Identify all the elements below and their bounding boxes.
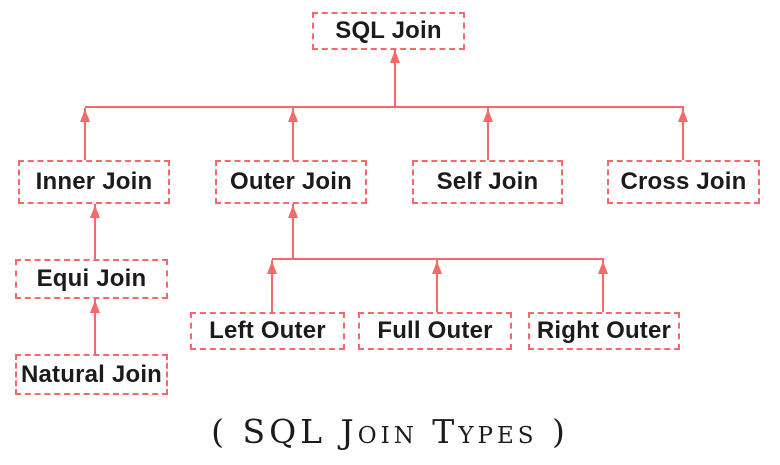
node-right-outer: Right Outer [528, 312, 680, 350]
node-label: Self Join [436, 168, 539, 195]
node-label: Full Outer [377, 317, 493, 344]
node-cross-join: Cross Join [607, 160, 760, 204]
node-left-outer: Left Outer [190, 312, 345, 350]
arrowhead-up-icon [80, 109, 90, 122]
edge-root-vertical [394, 50, 396, 108]
node-label: Natural Join [20, 360, 163, 388]
edge-cross-join-vertical [682, 108, 684, 161]
edge-equi-to-inner [94, 204, 96, 259]
arrowhead-up-icon [90, 300, 100, 313]
node-label: Inner Join [35, 168, 153, 195]
node-self-join: Self Join [412, 160, 563, 204]
edge-natural-to-equi [94, 299, 96, 354]
arrowhead-up-icon [90, 205, 100, 218]
node-label: SQL Join [335, 17, 442, 44]
node-label: Equi Join [36, 265, 147, 292]
node-label: Cross Join [620, 168, 747, 195]
edge-outer-join-vertical [292, 108, 294, 161]
node-label: Right Outer [536, 317, 672, 344]
arrowhead-up-icon [390, 50, 400, 63]
arrowhead-up-icon [598, 261, 608, 274]
node-outer-join: Outer Join [215, 160, 367, 204]
connector-outer-horizontal [272, 258, 604, 260]
connector-top-horizontal [85, 106, 684, 108]
arrowhead-up-icon [483, 109, 493, 122]
edge-full-outer-vertical [436, 260, 438, 312]
diagram-caption: ( SQL Join Types ) [211, 412, 569, 451]
node-full-outer: Full Outer [358, 312, 512, 350]
edge-inner-join-vertical [84, 108, 86, 161]
arrowhead-up-icon [267, 261, 277, 274]
node-equi-join: Equi Join [15, 259, 168, 299]
node-label: Left Outer [209, 317, 326, 344]
node-natural-join: Natural Join [15, 354, 168, 395]
node-sql-join: SQL Join [312, 12, 465, 50]
arrowhead-up-icon [432, 261, 442, 274]
node-inner-join: Inner Join [18, 160, 170, 204]
arrowhead-up-icon [678, 109, 688, 122]
edge-right-outer-vertical [602, 260, 604, 312]
arrowhead-up-icon [288, 109, 298, 122]
edge-subtree-to-outer [292, 204, 294, 260]
arrowhead-up-icon [288, 205, 298, 218]
node-label: Outer Join [229, 168, 352, 195]
edge-self-join-vertical [487, 108, 489, 161]
edge-left-outer-vertical [271, 260, 273, 312]
